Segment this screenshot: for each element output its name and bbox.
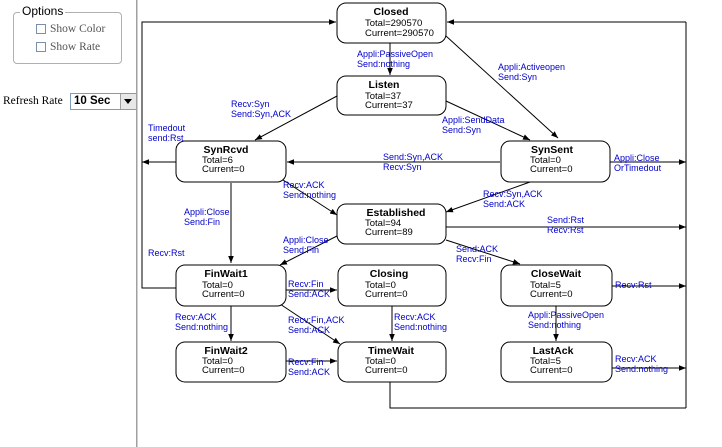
svg-text:Total=5: Total=5: [530, 280, 561, 291]
svg-text:Total=290570: Total=290570: [365, 18, 422, 29]
svg-text:FinWait2: FinWait2: [204, 345, 248, 357]
state-finwait2: FinWait2 Total=0 Current=0: [175, 341, 287, 383]
svg-text:Total=94: Total=94: [365, 218, 401, 229]
refresh-rate-select[interactable]: 10 Sec: [70, 93, 137, 110]
state-listen: Listen Total=37 Current=37: [336, 75, 447, 116]
show-rate-label: Show Rate: [50, 41, 101, 53]
state-closing: Closing Total=0 Current=0: [337, 264, 447, 307]
state-closed: Closed Total=290570 Current=290570: [336, 2, 447, 44]
label-appli-close-synsent: Appli:Close OrTimedout: [614, 153, 662, 173]
svg-text:Established: Established: [367, 207, 426, 219]
options-group: Options Show Color Show Rate: [13, 4, 122, 64]
label-timedout: Timedout send:Rst: [148, 123, 188, 143]
svg-text:SynRcvd: SynRcvd: [204, 144, 249, 156]
svg-text:Closing: Closing: [370, 268, 409, 280]
svg-text:Current=0: Current=0: [202, 164, 245, 175]
label-recv-fin-send-ack-1: Recv:Fin Send:ACK: [288, 279, 330, 299]
label-recv-ack-nothing-2: Recv:ACK Send:nothing: [175, 312, 228, 332]
svg-text:Current=37: Current=37: [365, 100, 413, 111]
label-send-rst-recv-rst: Send:Rst Recv:Rst: [547, 215, 587, 235]
svg-text:Current=0: Current=0: [530, 289, 573, 300]
svg-text:Total=0: Total=0: [365, 280, 396, 291]
state-lastack: LastAck Total=5 Current=0: [500, 341, 613, 383]
state-synsent: SynSent Total=0 Current=0: [500, 140, 611, 183]
state-closewait: CloseWait Total=5 Current=0: [500, 264, 613, 307]
svg-text:Current=0: Current=0: [530, 365, 573, 376]
svg-text:Total=0: Total=0: [365, 356, 396, 367]
show-rate-option[interactable]: Show Rate: [36, 40, 100, 54]
svg-text:Current=89: Current=89: [365, 227, 413, 238]
label-send-ack-recv-fin: Send:ACK Recv:Fin: [456, 244, 501, 264]
label-passive-open: Appli:PassiveOpen Send:nothing: [357, 49, 436, 69]
label-send-syn-ack: Send:Syn,ACK Recv:Syn: [383, 152, 446, 172]
show-color-checkbox[interactable]: [36, 24, 46, 34]
svg-text:Total=0: Total=0: [202, 280, 233, 291]
svg-text:SynSent: SynSent: [531, 144, 574, 156]
left-panel: Options Show Color Show Rate Refresh Rat…: [0, 0, 137, 447]
state-finwait1: FinWait1 Total=0 Current=0: [175, 264, 287, 307]
refresh-rate-value: 10 Sec: [74, 95, 111, 107]
label-appli-close-synrcvd: Appli:Close Send:Fin: [184, 207, 232, 227]
refresh-rate-label: Refresh Rate: [3, 95, 63, 107]
label-recv-ack-nothing-3: Recv:ACK Send:nothing: [394, 312, 447, 332]
svg-text:TimeWait: TimeWait: [368, 345, 415, 357]
show-color-option[interactable]: Show Color: [36, 22, 105, 36]
svg-text:Current=0: Current=0: [530, 164, 573, 175]
label-recv-fin-ack: Recv:Fin,ACK Send:ACK: [288, 315, 347, 335]
label-recv-ack-nothing: Recv:ACK Send:nothing: [283, 180, 336, 200]
svg-text:FinWait1: FinWait1: [204, 268, 248, 280]
splitter-handle[interactable]: [136, 0, 139, 447]
state-synrcvd: SynRcvd Total=6 Current=0: [175, 140, 287, 183]
svg-text:Closed: Closed: [373, 6, 408, 18]
label-appli-close-established: Appli:Close Send:Fin: [283, 235, 331, 255]
label-recv-fin-send-ack-2: Recv:Fin Send:ACK: [288, 357, 330, 377]
show-rate-checkbox[interactable]: [36, 42, 46, 52]
svg-text:Total=5: Total=5: [530, 356, 561, 367]
label-recv-syn: Recv:Syn Send:Syn,ACK: [231, 99, 291, 119]
label-active-open: Appli:Activeopen Send:Syn: [498, 62, 568, 82]
state-established: Established Total=94 Current=89: [336, 203, 447, 245]
svg-text:Listen: Listen: [369, 79, 400, 91]
svg-text:Current=0: Current=0: [202, 365, 245, 376]
label-send-data: Appli:SendData Send:Syn: [442, 115, 507, 135]
label-recv-rst-closewait: Recv:Rst: [615, 280, 652, 290]
svg-text:Current=290570: Current=290570: [365, 28, 434, 39]
svg-text:Current=0: Current=0: [365, 365, 408, 376]
svg-text:CloseWait: CloseWait: [531, 268, 582, 280]
options-legend: Options: [20, 4, 66, 18]
svg-text:Current=0: Current=0: [365, 289, 408, 300]
svg-text:Total=0: Total=0: [202, 356, 233, 367]
svg-text:Total=37: Total=37: [365, 91, 401, 102]
state-timewait: TimeWait Total=0 Current=0: [337, 341, 447, 383]
svg-text:Current=0: Current=0: [202, 289, 245, 300]
svg-text:LastAck: LastAck: [533, 345, 574, 357]
svg-text:Total=6: Total=6: [202, 155, 233, 166]
label-recv-ack-nothing-4: Recv:ACK Send:nothing: [615, 354, 668, 374]
show-color-label: Show Color: [50, 23, 106, 35]
label-recv-rst: Recv:Rst: [148, 248, 185, 258]
label-passive-open-2: Appli:PassiveOpen Send:nothing: [528, 310, 607, 330]
chevron-down-icon[interactable]: [120, 94, 136, 109]
svg-text:Total=0: Total=0: [530, 155, 561, 166]
label-recv-syn-ack: Recv:Syn,ACK Send:ACK: [483, 189, 545, 209]
